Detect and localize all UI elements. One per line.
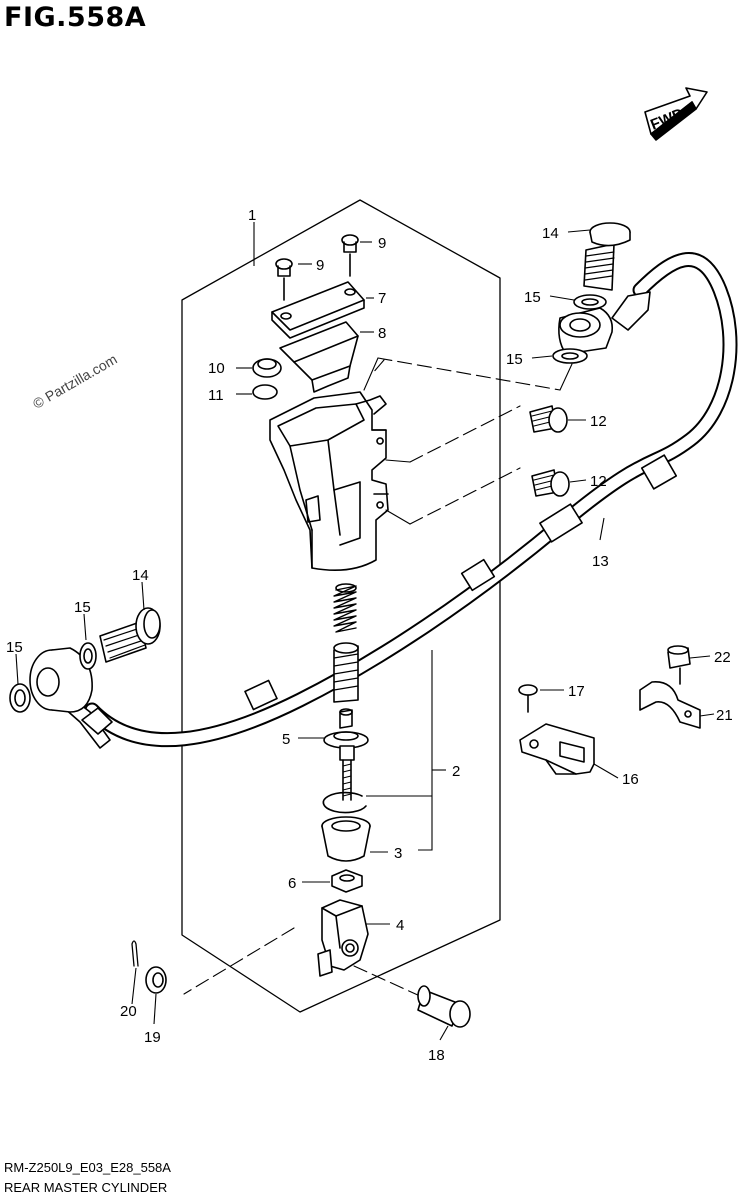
union-bolt-right [583, 222, 631, 291]
callout-4: 4 [396, 917, 404, 934]
banjo-fitting-right [558, 307, 614, 355]
union-bolt-left [99, 607, 161, 663]
callout-22: 22 [714, 649, 731, 666]
callout-9b: 9 [378, 235, 386, 252]
callout-17: 17 [568, 683, 585, 700]
cap-screw-9-b [341, 234, 359, 277]
nut-6 [331, 869, 363, 893]
master-cylinder-body [269, 391, 389, 572]
callout-7: 7 [378, 290, 386, 307]
callout-13: 13 [592, 553, 609, 570]
figure-code: RM-Z250L9_E03_E28_558A [4, 1160, 171, 1175]
callout-5: 5 [282, 731, 290, 748]
callout-9a: 9 [316, 257, 324, 274]
figure-name: REAR MASTER CYLINDER [4, 1180, 168, 1195]
callout-15a: 15 [74, 599, 91, 616]
callout-1: 1 [248, 207, 256, 224]
washer-15-d [552, 348, 588, 364]
callout-11: 11 [208, 387, 224, 404]
assembly-outline [181, 199, 501, 1013]
cotter-pin-20 [131, 940, 139, 967]
hose-guide-16 [519, 723, 595, 775]
screw-17 [518, 684, 538, 713]
callout-3: 3 [394, 845, 402, 862]
grommet-10 [252, 358, 282, 378]
callout-21: 21 [716, 707, 733, 724]
callout-14b: 14 [542, 225, 559, 242]
bolt-22 [667, 645, 691, 685]
fwd-arrow-icon: FWD [644, 87, 708, 141]
callout-2: 2 [452, 763, 460, 780]
leader-dashes [183, 357, 561, 997]
callout-6: 6 [288, 875, 296, 892]
snap-ring-11 [252, 384, 278, 400]
piston-assembly [333, 642, 359, 703]
reservoir-cap [271, 281, 365, 339]
cap-screw-9-a [275, 258, 293, 301]
bolt-12-upper [529, 405, 568, 433]
callout-16: 16 [622, 771, 639, 788]
diaphragm [279, 321, 359, 393]
callout-leaders [15, 222, 715, 1041]
callout-15c: 15 [524, 289, 541, 306]
clamp-21 [639, 681, 701, 729]
clevis-joint-4 [317, 899, 369, 977]
callout-18: 18 [428, 1047, 445, 1064]
callout-14a: 14 [132, 567, 149, 584]
callout-12b: 12 [590, 473, 607, 490]
pushrod-5 [323, 708, 369, 801]
callout-12a: 12 [590, 413, 607, 430]
washer-15-c [573, 294, 607, 310]
circlip-2 [322, 791, 367, 814]
callout-10: 10 [208, 360, 225, 377]
callout-20: 20 [120, 1003, 137, 1020]
washer-15-b [9, 683, 31, 713]
callout-19: 19 [144, 1029, 161, 1046]
figure-title: FIG.558A [4, 2, 147, 33]
callout-8: 8 [378, 325, 386, 342]
clevis-pin-18 [417, 985, 471, 1028]
callout-15d: 15 [506, 351, 523, 368]
callout-labels: 1 9 9 7 8 10 11 14 15 15 12 12 13 14 15 … [6, 207, 733, 1064]
washer-15-a [79, 642, 97, 670]
bolt-12-lower [531, 469, 570, 497]
boot-3 [321, 816, 371, 862]
return-spring [333, 583, 357, 633]
callout-15b: 15 [6, 639, 23, 656]
brake-hose-13 [54, 252, 738, 749]
